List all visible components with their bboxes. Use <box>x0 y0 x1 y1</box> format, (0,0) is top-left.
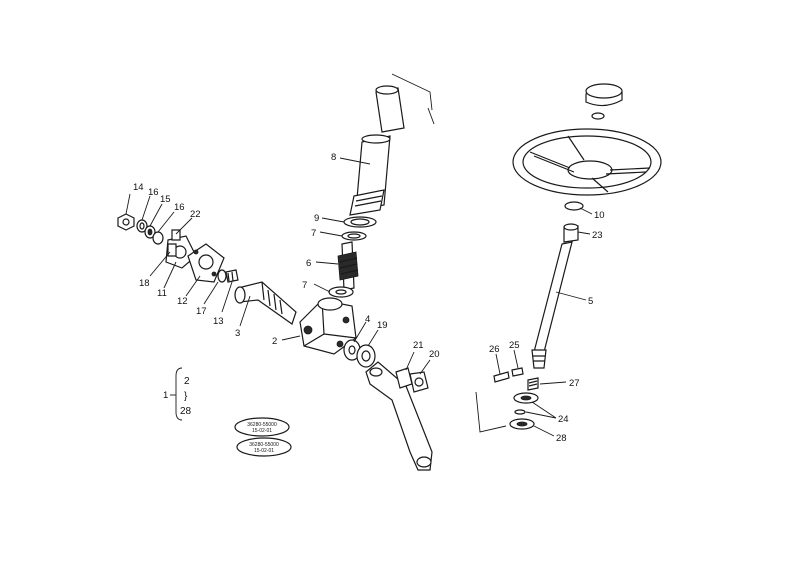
callout-17: 17 <box>196 306 207 317</box>
brace-top: 2 <box>184 376 190 387</box>
callout-3: 3 <box>235 328 240 339</box>
column-tube <box>349 73 435 216</box>
callout-8: 8 <box>331 152 336 163</box>
gear-box <box>299 297 357 355</box>
pitman-arm <box>365 361 433 471</box>
brace-bottom: 28 <box>180 406 192 417</box>
side-cover-parts <box>165 235 239 283</box>
steering-wheel <box>512 128 662 196</box>
callout-12: 12 <box>177 296 188 307</box>
callout-26: 26 <box>489 344 500 355</box>
callout-2: 2 <box>272 336 277 347</box>
serial-stamps: 36280-55000 15-02-01 36280-55000 15-02-0… <box>234 417 292 457</box>
callout-27: 27 <box>569 378 580 389</box>
assembly-brace: 1 2 } 28 <box>163 367 192 421</box>
callouts: 14 16 15 16 22 18 11 12 17 13 3 2 8 9 7 … <box>133 152 605 444</box>
stamp-2-outline <box>236 437 292 457</box>
callout-14: 14 <box>133 182 144 193</box>
callout-18: 18 <box>139 278 150 289</box>
callout-10: 10 <box>594 210 605 221</box>
fastener-set <box>117 213 181 257</box>
callout-22: 22 <box>190 209 201 220</box>
sector-shaft <box>234 281 297 325</box>
stamp-1-line1: 36280-55000 <box>247 422 277 428</box>
callout-16a: 16 <box>148 187 159 198</box>
callout-5: 5 <box>588 296 593 307</box>
worm-shaft <box>328 241 359 298</box>
callout-13: 13 <box>213 316 224 327</box>
callout-25: 25 <box>509 340 520 351</box>
callout-7a: 7 <box>311 228 316 239</box>
callout-4: 4 <box>365 314 370 325</box>
callout-11: 11 <box>157 288 167 299</box>
callout-9: 9 <box>314 213 319 224</box>
stamp-1-outline <box>234 417 290 437</box>
callout-15: 15 <box>160 194 171 205</box>
stamp-2-line1: 36280-55000 <box>249 442 279 448</box>
callout-20: 20 <box>429 349 440 360</box>
callout-7b: 7 <box>302 280 307 291</box>
stamp-2-line2: 15-02-01 <box>254 448 274 454</box>
callout-6: 6 <box>306 258 311 269</box>
column-washers <box>341 216 377 241</box>
horn-cap <box>585 83 623 120</box>
callout-16b: 16 <box>174 202 185 213</box>
callout-19: 19 <box>377 320 388 331</box>
callout-23: 23 <box>592 230 603 241</box>
callout-24: 24 <box>558 414 569 425</box>
stamp-1-line2: 15-02-01 <box>252 428 272 434</box>
lower-joint-parts <box>475 367 539 433</box>
callout-1: 1 <box>163 390 168 401</box>
drop-arm-bearings <box>343 339 376 368</box>
callout-21: 21 <box>413 340 424 351</box>
callout-28: 28 <box>556 433 567 444</box>
brace-mid: } <box>184 391 188 402</box>
steering-shaft <box>531 201 584 369</box>
leader-lines <box>125 157 593 437</box>
